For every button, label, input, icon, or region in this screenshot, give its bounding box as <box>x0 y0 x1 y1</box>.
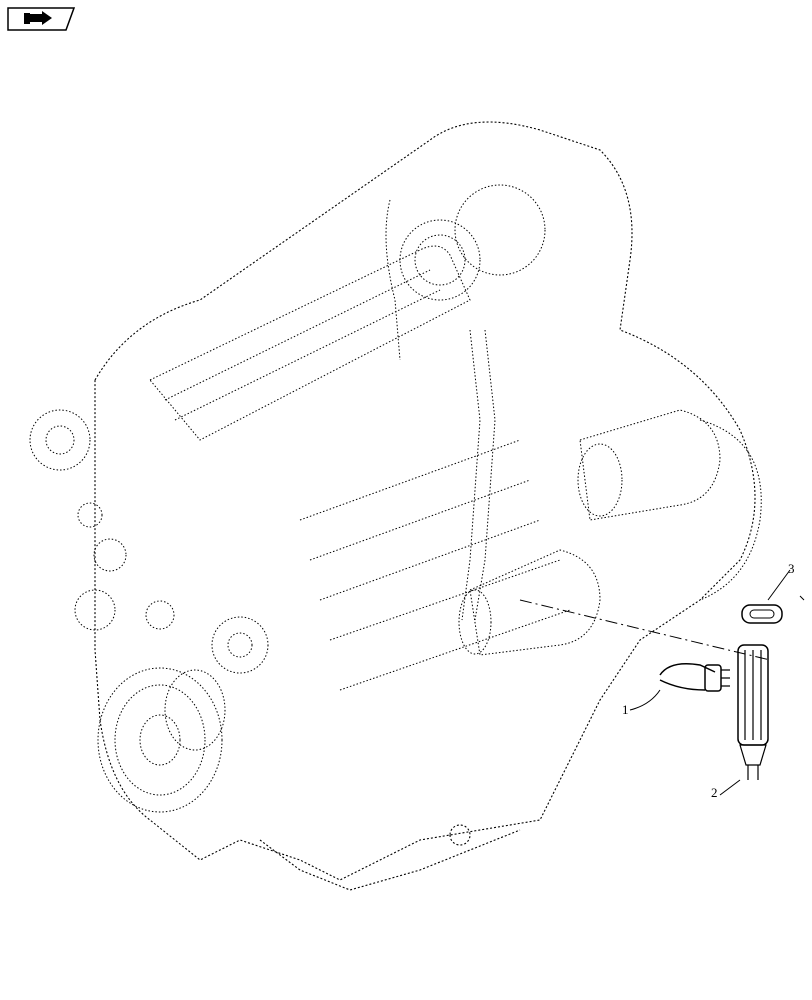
part-2-heater-element[interactable] <box>737 644 769 780</box>
book-arrow-icon[interactable] <box>6 6 76 32</box>
part-1-cable-assembly[interactable] <box>659 663 730 692</box>
assembly-axis-line <box>519 599 771 661</box>
callout-1: 1 <box>622 702 629 717</box>
callout-2: 2 <box>711 785 718 800</box>
part-3-gasket[interactable] <box>741 604 783 624</box>
callout-3: 3 <box>788 561 795 576</box>
